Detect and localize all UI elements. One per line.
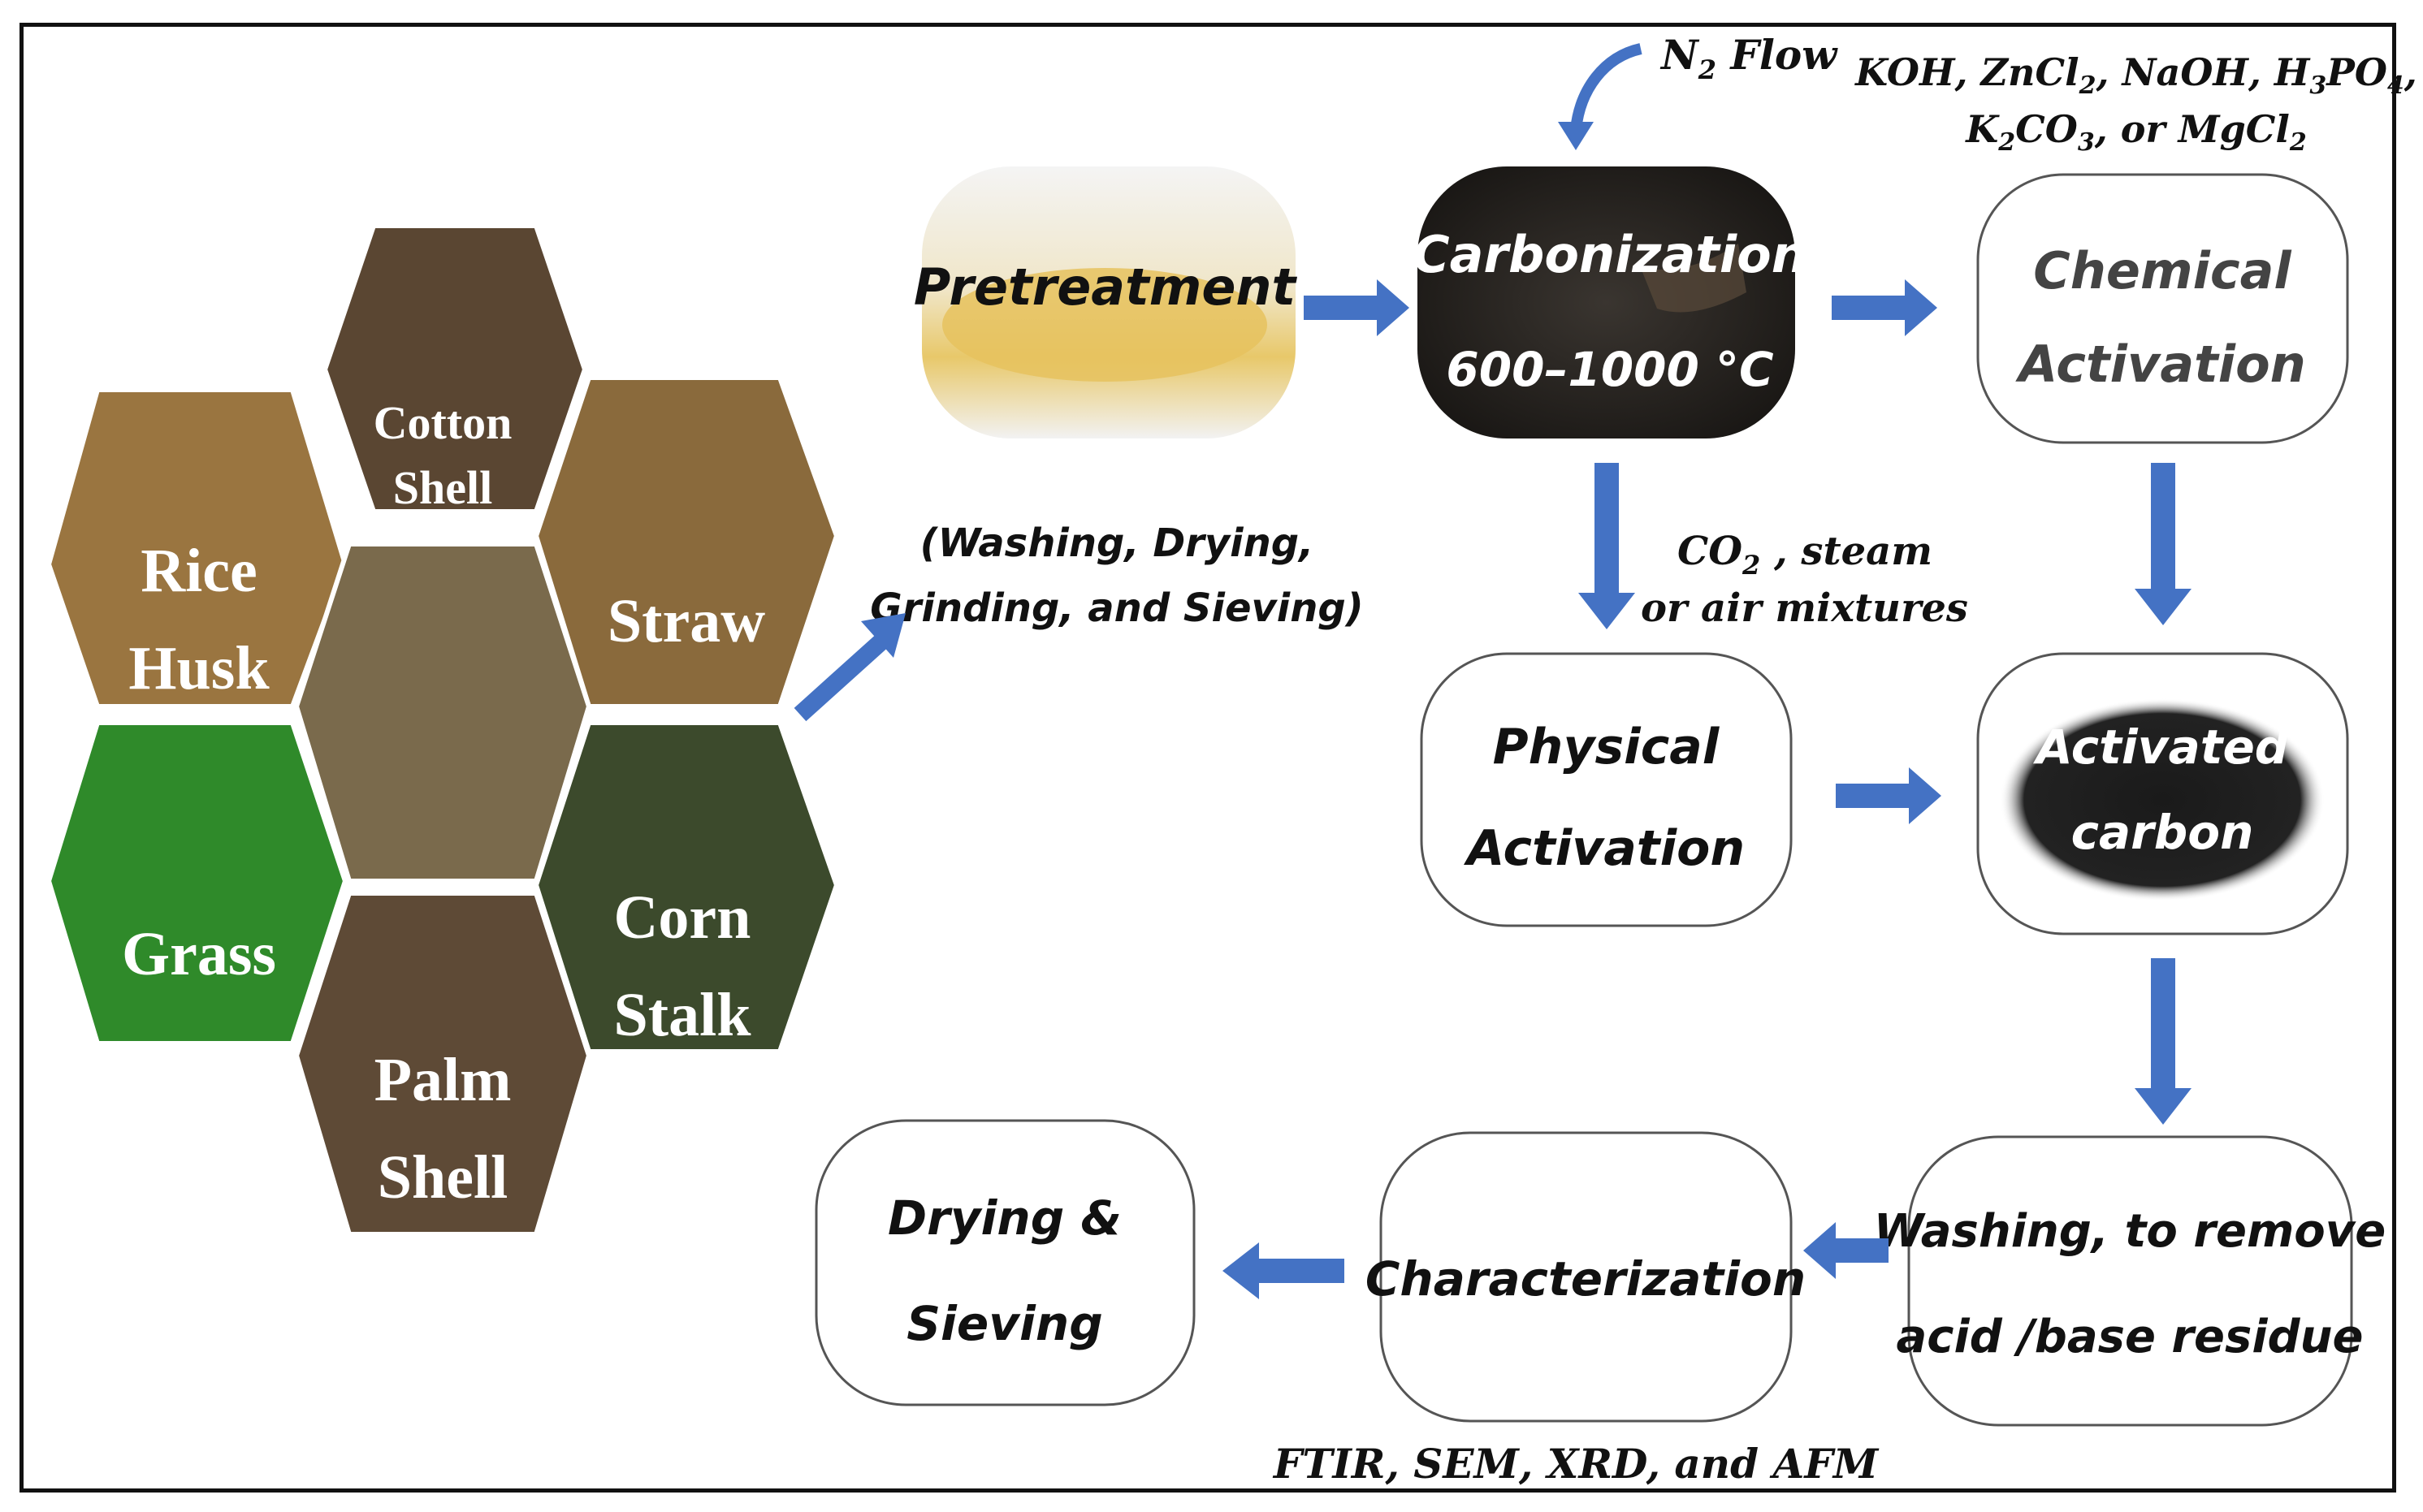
drying-box (815, 1119, 1196, 1406)
characterization-node: Characterization (1365, 1131, 1806, 1423)
physical-gases-line2: or air mixtures (1641, 585, 1968, 631)
hex-corn-stalk: Corn Stalk (533, 720, 840, 1054)
arrow-chemical-to-activated (2135, 463, 2192, 625)
hex-label-straw: Straw (608, 587, 765, 655)
hex-rice-husk: Rice Husk (45, 387, 348, 709)
pretreatment-label: Pretreatment (914, 257, 1298, 317)
physical-activation-node: Physical Activation (1420, 652, 1793, 927)
flow-arrows (794, 279, 2192, 1299)
hex-label-grass: Grass (122, 920, 276, 988)
hex-label-cotton-line2: Shell (393, 461, 493, 514)
washing-node: Washing, to remove acid /base residue (1874, 1135, 2386, 1427)
pretreatment-note-line2: Grinding, and Sieving) (870, 585, 1363, 631)
washing-line2: acid /base residue (1897, 1311, 2364, 1363)
arrow-carbonization-to-chemical (1832, 279, 1937, 336)
arrow-washing-to-characterization (1803, 1222, 1889, 1279)
hex-label-rice-line2: Husk (128, 634, 270, 702)
carbonization-node: Carbonization 600–1000 °C (1413, 166, 1807, 438)
figure-frame (19, 23, 2396, 1493)
hex-label-cotton-line1: Cotton (374, 396, 513, 449)
hex-label-rice-line1: Rice (141, 537, 257, 605)
hex-label-palm-line2: Shell (378, 1143, 508, 1212)
characterization-label: Characterization (1365, 1251, 1806, 1307)
hex-palm-shell: Palm Shell (293, 891, 592, 1237)
hex-label-palm-line1: Palm (374, 1046, 512, 1114)
activated-carbon-line1: Activated (2033, 719, 2289, 775)
chemical-activation-box (1976, 173, 2349, 444)
hex-label-corn-line1: Corn (614, 883, 751, 952)
hex-pellets (293, 542, 592, 883)
chemical-agents-line2: K2CO3, or MgCl2 (1964, 107, 2306, 157)
activated-carbon-pile (2000, 698, 2325, 901)
drying-node: Drying & Sieving (815, 1119, 1196, 1406)
n2-flow-annotation: N2 Flow (1558, 31, 1838, 150)
characterization-techniques: FTIR, SEM, XRD, and AFM (1272, 1440, 1880, 1488)
washing-box (1907, 1135, 2353, 1427)
physical-gases: CO2 , steam or air mixtures (1641, 529, 1968, 631)
carbonization-box (1417, 166, 1795, 438)
arrow-carbonization-to-physical (1578, 463, 1635, 629)
chemical-activation-line2: Activation (2014, 335, 2306, 394)
arrow-physical-to-activated (1836, 767, 1941, 824)
pretreatment-note-line1: (Washing, Drying, (920, 521, 1314, 566)
hex-straw: Straw (533, 375, 840, 709)
arrow-feedstock-to-pretreatment (794, 613, 906, 722)
physical-activation-box (1420, 652, 1793, 927)
carbonization-temp: 600–1000 °C (1446, 342, 1773, 397)
chemical-agents: KOH, ZnCl2, NaOH, H3PO4, K2CO3, or MgCl2 (1854, 50, 2417, 157)
arrow-pretreatment-to-carbonization (1304, 279, 1409, 336)
activated-carbon-line2: carbon (2071, 805, 2254, 860)
feedstock-cluster: Cotton Shell Rice Husk Straw Grass Corn … (45, 223, 840, 1237)
hex-cotton-shell: Cotton Shell (322, 223, 588, 514)
hex-grass: Grass (45, 720, 348, 1046)
pretreatment-node: Pretreatment (914, 166, 1298, 438)
physical-activation-line1: Physical (1493, 719, 1720, 775)
arrow-characterization-to-drying (1222, 1242, 1344, 1299)
arrow-activated-to-washing (2135, 958, 2192, 1125)
washing-line1: Washing, to remove (1874, 1205, 2386, 1258)
chemical-agents-line1: KOH, ZnCl2, NaOH, H3PO4, (1854, 50, 2417, 100)
hex-label-corn-line2: Stalk (614, 981, 752, 1049)
activated-carbon-node: Activated carbon (1976, 652, 2349, 935)
characterization-box (1379, 1131, 1793, 1423)
drying-line1: Drying & (888, 1190, 1122, 1246)
n2-flow-arrow-head (1558, 122, 1594, 150)
chemical-activation-node: Chemical Activation (1976, 173, 2349, 444)
chemical-activation-line1: Chemical (2033, 241, 2291, 300)
physical-gases-line1: CO2 , steam (1677, 529, 1932, 581)
n2-flow-label: N2 Flow (1659, 31, 1838, 85)
drying-line2: Sieving (906, 1296, 1103, 1351)
carbonization-label: Carbonization (1413, 225, 1807, 284)
n2-flow-arrow-shaft (1570, 43, 1642, 131)
physical-activation-line2: Activation (1464, 820, 1745, 877)
